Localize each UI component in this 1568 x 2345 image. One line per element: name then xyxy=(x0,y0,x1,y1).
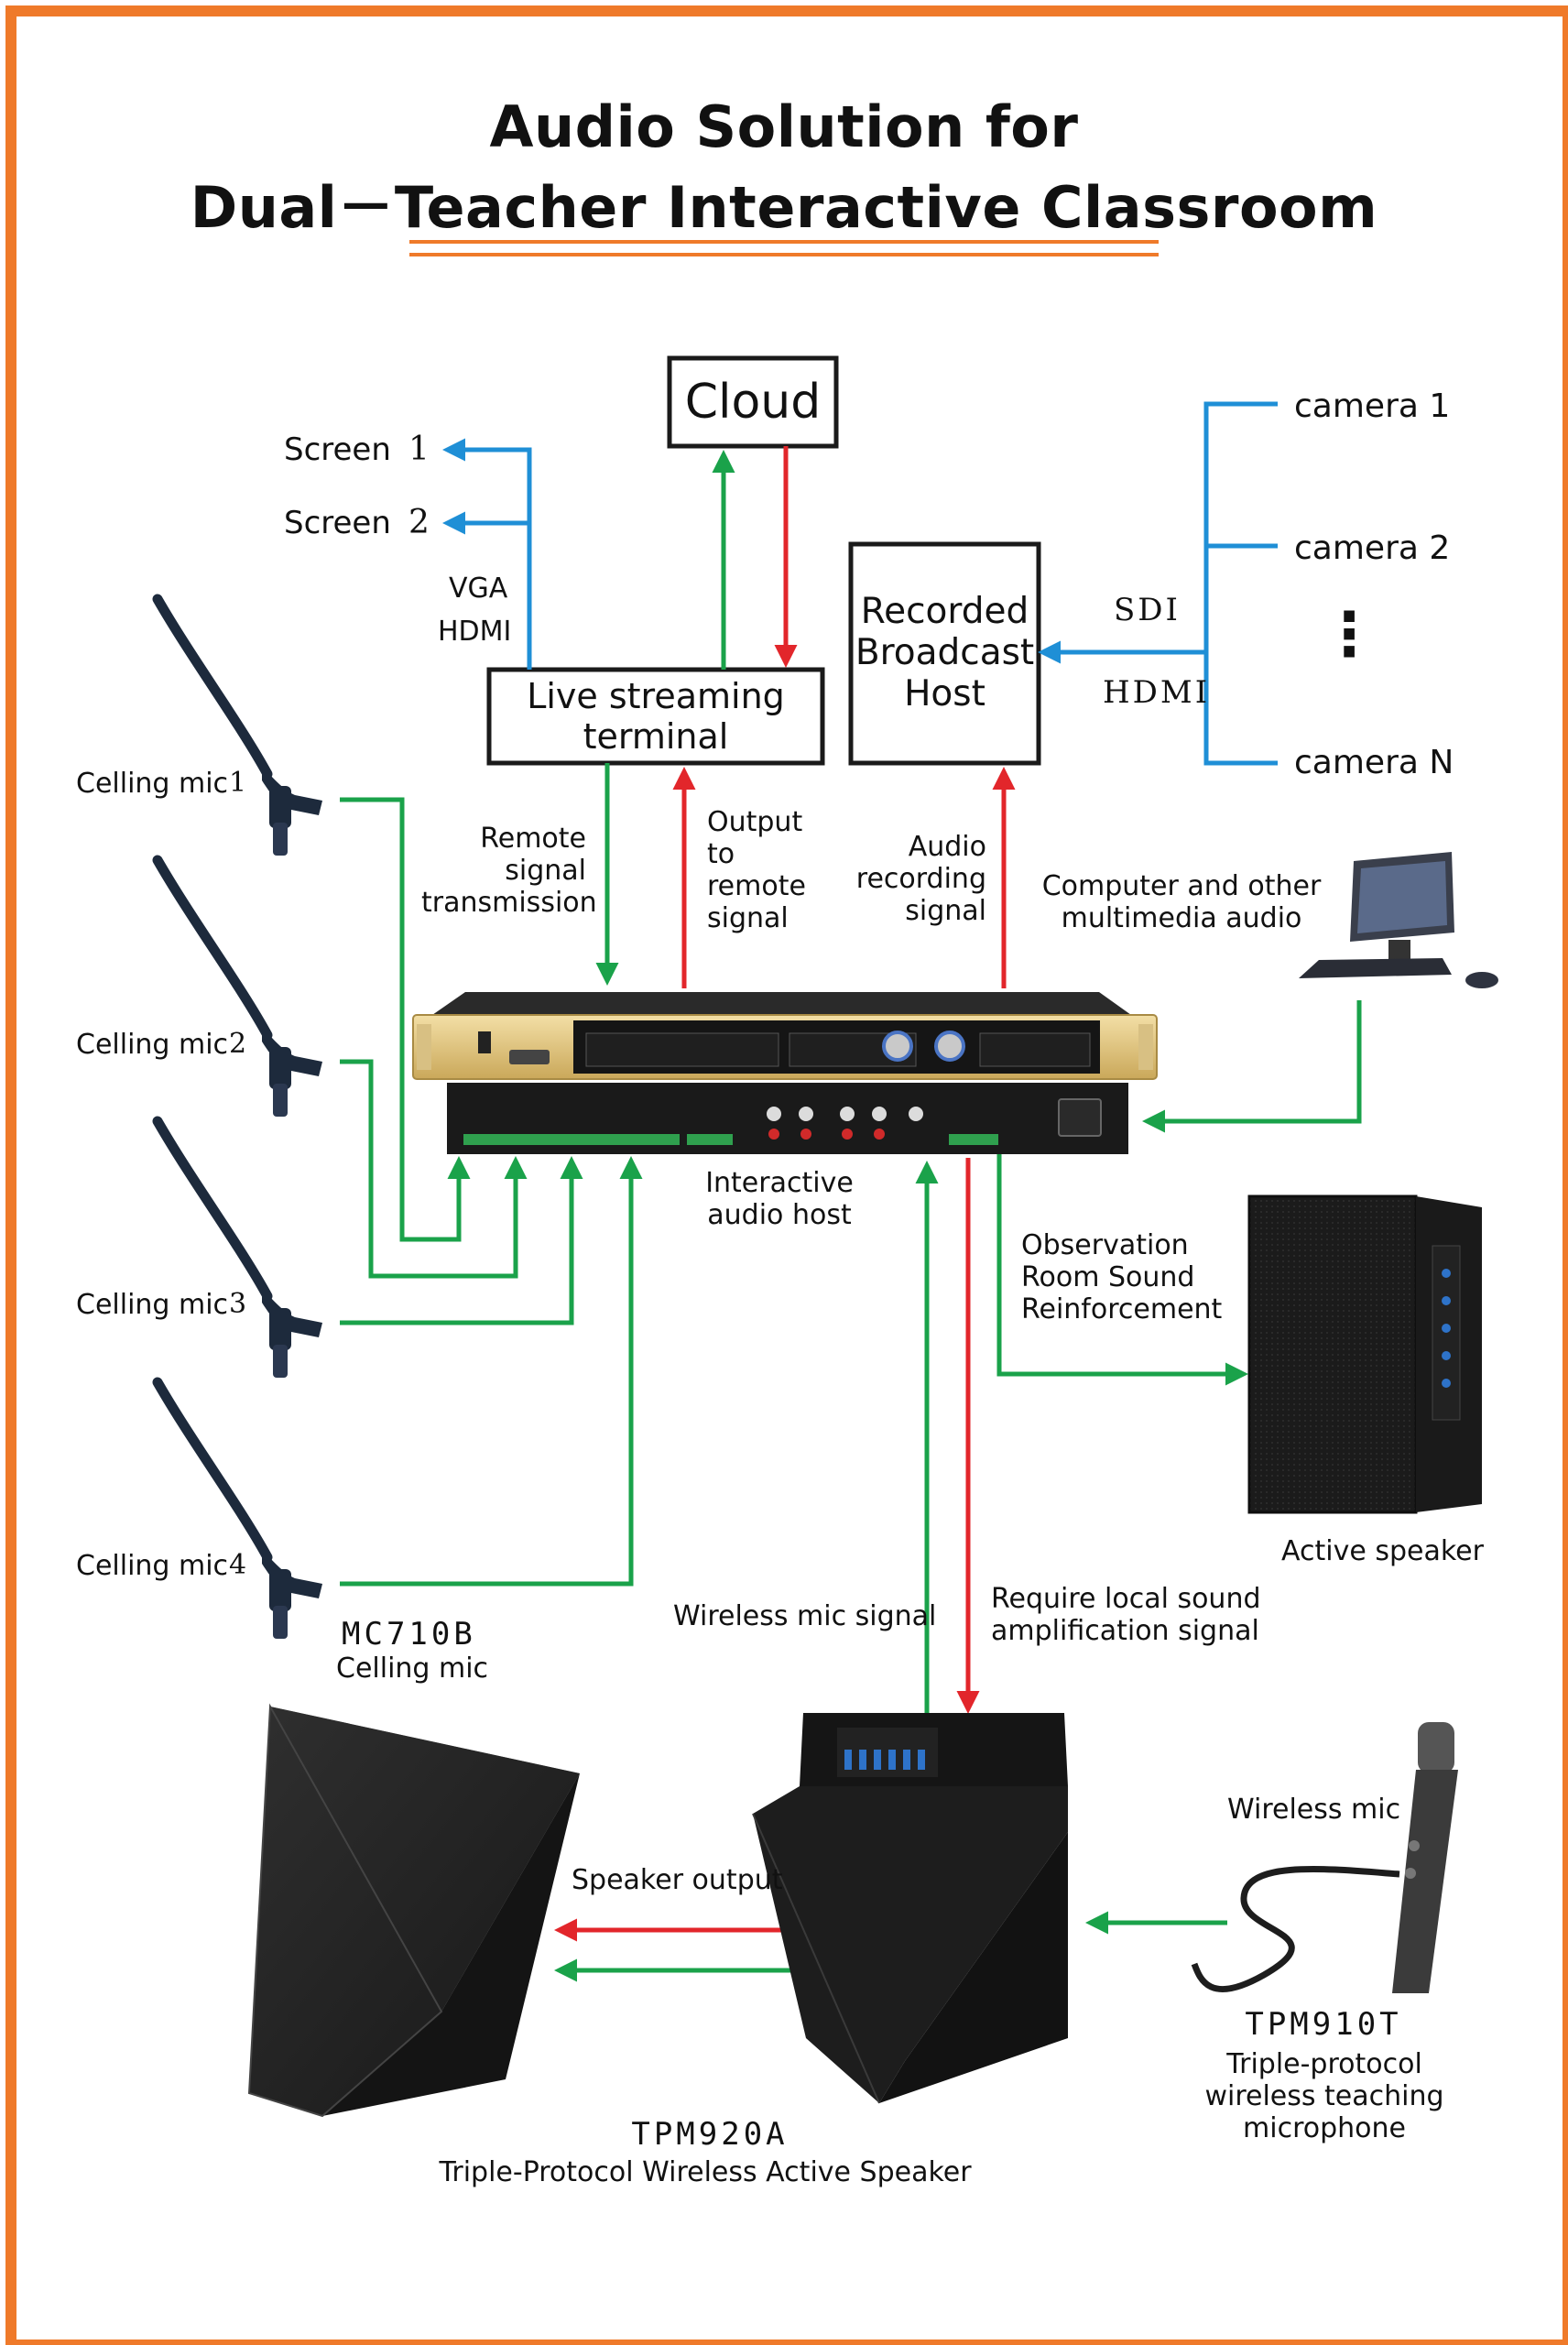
hdmi-cameras-label: HDMI xyxy=(1103,674,1211,711)
cloud-box xyxy=(667,355,839,449)
sdi-label: SDI xyxy=(1114,592,1181,628)
ceiling-mic-1-label: Celling mic xyxy=(76,768,229,800)
title-line-2: Dual－Teacher Interactive Classroom xyxy=(190,174,1378,241)
remote-signal-label: Remote signal transmission xyxy=(421,823,597,919)
wedge-speaker-icon xyxy=(752,1713,1068,2104)
camera-ellipsis: ⋮ xyxy=(1319,599,1379,670)
active-speaker-label: Active speaker xyxy=(1281,1535,1484,1567)
speaker-cabinet-icon xyxy=(1247,1194,1482,1514)
ceiling-mic-icon xyxy=(152,855,322,1117)
live-streaming-box xyxy=(486,667,825,766)
wireless-mic-desc: Triple-protocol wireless teaching microp… xyxy=(1204,2048,1444,2144)
recorded-broadcast-label: Recorded Broadcast Host xyxy=(855,591,1035,714)
wedge-speaker-icon xyxy=(247,1703,580,2118)
speaker-model-label: TPM920A xyxy=(631,2116,789,2153)
ceiling-mic-2-label: Celling mic xyxy=(76,1029,229,1061)
ceiling-mic-icon xyxy=(152,1377,322,1639)
ceiling-mic-icon xyxy=(152,594,322,856)
title-line-1: Audio Solution for xyxy=(489,93,1079,160)
screen-2-number: 2 xyxy=(408,504,430,541)
live-streaming-label: Live streaming terminal xyxy=(527,676,785,757)
ceiling-mic-2-number: 2 xyxy=(229,1028,247,1060)
interactive-host-label: Interactive audio host xyxy=(705,1167,854,1231)
speaker-output-label: Speaker output xyxy=(572,1864,783,1896)
recorded-broadcast-box xyxy=(848,541,1041,766)
hdmi-screens-label: HDMI xyxy=(438,616,512,648)
screen-2-label: Screen xyxy=(284,505,391,541)
ceiling-mic-1-number: 1 xyxy=(229,767,247,799)
speaker-model-desc: Triple-Protocol Wireless Active Speaker xyxy=(439,2156,972,2188)
video-connections xyxy=(442,401,1278,766)
ceiling-mic-4-number: 4 xyxy=(229,1549,247,1581)
ceiling-mic-icon xyxy=(152,1116,322,1378)
screen-1-number: 1 xyxy=(408,431,430,468)
local-amp-label: Require local sound amplification signal xyxy=(991,1583,1261,1647)
rack-unit-icon xyxy=(412,992,1158,1154)
camera-n-label: camera N xyxy=(1294,744,1454,781)
camera-1-label: camera 1 xyxy=(1294,387,1451,425)
output-remote-label: Output to remote signal xyxy=(707,806,806,934)
observation-label: Observation Room Sound Reinforcement xyxy=(1021,1229,1223,1325)
handheld-mic-icon xyxy=(1191,1722,1458,1993)
wireless-mic-label: Wireless mic xyxy=(1227,1794,1401,1826)
audio-recording-label: Audio recording signal xyxy=(855,831,986,927)
camera-2-label: camera 2 xyxy=(1294,529,1451,567)
ceiling-mic-4-label: Celling mic xyxy=(76,1550,229,1582)
screen-1-label: Screen xyxy=(284,431,391,468)
cloud-label: Cloud xyxy=(684,375,822,430)
computer-icon xyxy=(1299,852,1498,988)
arrow-computer-audio xyxy=(1142,1000,1362,1133)
wireless-mic-signal-label: Wireless mic signal xyxy=(673,1600,937,1632)
computer-label: Computer and other multimedia audio xyxy=(1041,870,1322,934)
vga-label: VGA xyxy=(449,573,508,605)
ceiling-mic-3-label: Celling mic xyxy=(76,1289,229,1321)
wireless-mic-model-label: TPM910T xyxy=(1245,2006,1402,2043)
ceiling-mic-3-number: 3 xyxy=(229,1288,247,1320)
mic-connections xyxy=(340,797,643,1587)
mic-model-desc: Celling mic xyxy=(336,1652,489,1685)
arrow-observation xyxy=(996,1154,1248,1386)
mic-model-label: MC710B xyxy=(342,1616,476,1652)
